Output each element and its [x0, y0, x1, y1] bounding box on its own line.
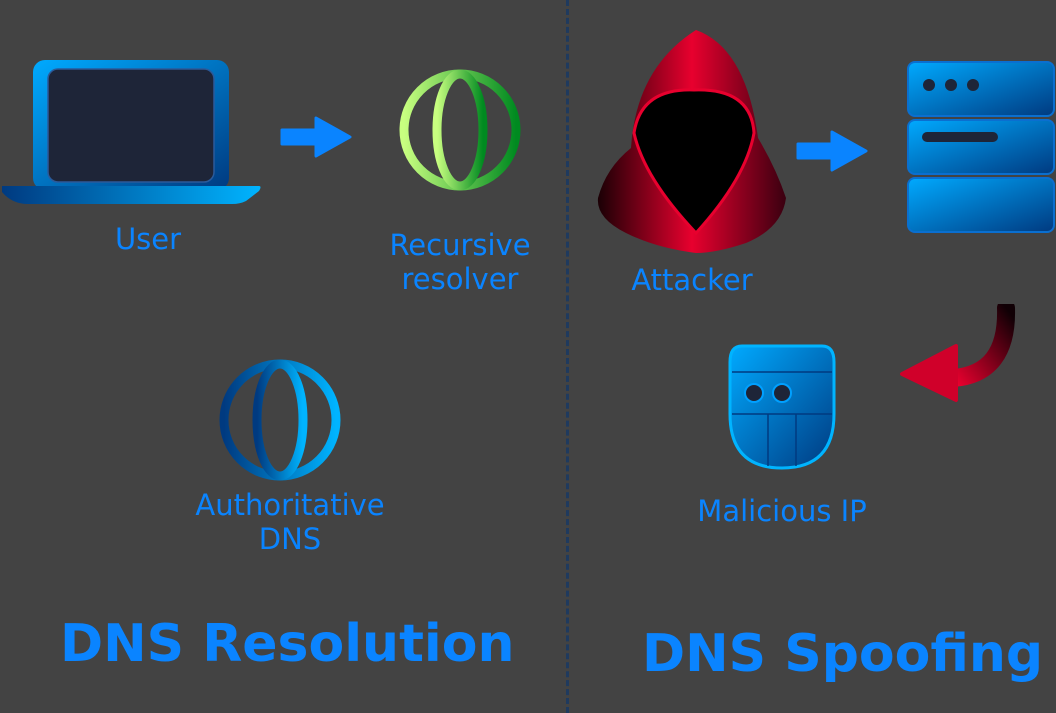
malicious-ip-label: Malicious IP	[697, 494, 867, 528]
recursive-resolver-label: Recursive resolver	[370, 228, 550, 296]
label-line: DNS	[258, 522, 322, 556]
server-icon	[907, 61, 1055, 233]
user-label: User	[114, 222, 182, 256]
recursive-resolver-globe-icon	[399, 69, 521, 191]
authoritative-dns-globe-icon	[219, 359, 341, 481]
authoritative-dns-label: Authoritative DNS	[170, 488, 410, 556]
label-line: resolver	[401, 262, 519, 296]
dns-spoofing-title: DNS Spoofing	[642, 624, 1044, 684]
arrow-right-icon	[280, 116, 352, 158]
dns-resolution-title: DNS Resolution	[60, 614, 515, 674]
hooded-attacker-icon	[597, 30, 786, 253]
laptop-icon	[2, 60, 261, 204]
label-line: Authoritative	[195, 488, 385, 522]
masked-shield-icon	[728, 344, 836, 470]
panel-divider	[566, 0, 569, 713]
attacker-label: Attacker	[631, 263, 753, 297]
label-line: Recursive	[389, 228, 531, 262]
arrow-right-icon	[796, 130, 868, 172]
curved-arrow-icon	[900, 304, 1016, 402]
